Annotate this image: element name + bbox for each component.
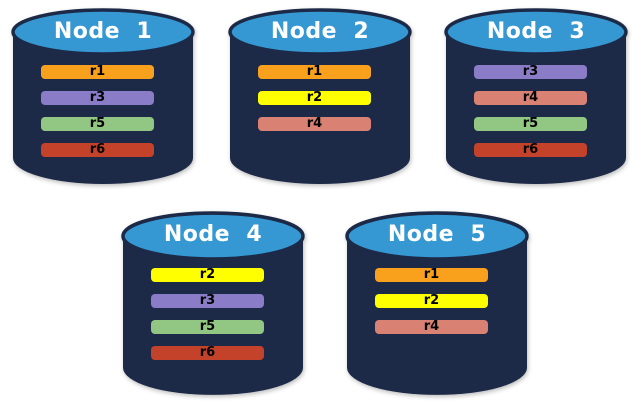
- replica-bar: r4: [474, 91, 587, 105]
- node-cylinder: Node 5 r1 r2 r4: [345, 211, 529, 397]
- cylinder-top-ellipse: [11, 8, 195, 56]
- replica-bar-label: r3: [89, 90, 106, 105]
- replica-bars: r1 r2 r4: [375, 268, 488, 334]
- replica-bar-label: r1: [89, 64, 106, 79]
- replica-bar-label: r6: [199, 345, 216, 360]
- replica-bar-label: r4: [306, 116, 323, 131]
- replica-bar: r5: [474, 117, 587, 131]
- replica-bar: r3: [41, 91, 154, 105]
- replica-bar-label: r5: [522, 116, 539, 131]
- replica-bar-label: r2: [306, 90, 323, 105]
- replica-bar: r5: [151, 320, 264, 334]
- replica-bar-label: r3: [522, 64, 539, 79]
- replica-bar-label: r6: [89, 142, 106, 157]
- node-title: Node 3: [486, 19, 586, 44]
- replica-bar-label: r5: [199, 319, 216, 334]
- replica-bar: r6: [474, 143, 587, 157]
- node-title: Node 1: [53, 19, 153, 44]
- replica-bars: r1 r2 r4: [258, 65, 371, 131]
- replica-bar-label: r3: [199, 293, 216, 308]
- replica-bars: r1 r3 r5 r6: [41, 65, 154, 157]
- replica-bar-label: r1: [306, 64, 323, 79]
- cylinder-top-ellipse: [121, 211, 305, 261]
- replica-bars: r3 r4 r5 r6: [474, 65, 587, 157]
- node-cylinder: Node 2 r1 r2 r4: [228, 8, 412, 186]
- replica-bar: r5: [41, 117, 154, 131]
- replica-bar-label: r6: [522, 142, 539, 157]
- replica-bar-label: r2: [423, 293, 440, 308]
- replica-bar-label: r1: [423, 267, 440, 282]
- replica-bar: r1: [258, 65, 371, 79]
- replica-bar: r3: [151, 294, 264, 308]
- cylinder-top-ellipse: [444, 8, 628, 56]
- replica-bar-label: r4: [522, 90, 539, 105]
- node-title: Node 2: [270, 19, 370, 44]
- node-title: Node 5: [387, 222, 487, 247]
- replica-bar: r6: [151, 346, 264, 360]
- replica-bar: r6: [41, 143, 154, 157]
- replica-bar: r2: [258, 91, 371, 105]
- replica-bar: r1: [41, 65, 154, 79]
- replica-bar: r3: [474, 65, 587, 79]
- replica-bar: r4: [258, 117, 371, 131]
- replica-bar: r2: [151, 268, 264, 282]
- replica-bars: r2 r3 r5 r6: [151, 268, 264, 360]
- replica-bar-label: r2: [199, 267, 216, 282]
- replica-bar-label: r5: [89, 116, 106, 131]
- node-cylinder: Node 1 r1 r3 r5 r6: [11, 8, 195, 186]
- cylinder-top-ellipse: [228, 8, 412, 56]
- node-cylinder: Node 4 r2 r3 r5 r6: [121, 211, 305, 397]
- cylinder-top-ellipse: [345, 211, 529, 261]
- replica-bar-label: r4: [423, 319, 440, 334]
- node-title: Node 4: [163, 222, 263, 247]
- replica-bar: r2: [375, 294, 488, 308]
- replica-bar: r4: [375, 320, 488, 334]
- node-cylinder: Node 3 r3 r4 r5 r6: [444, 8, 628, 186]
- replica-bar: r1: [375, 268, 488, 282]
